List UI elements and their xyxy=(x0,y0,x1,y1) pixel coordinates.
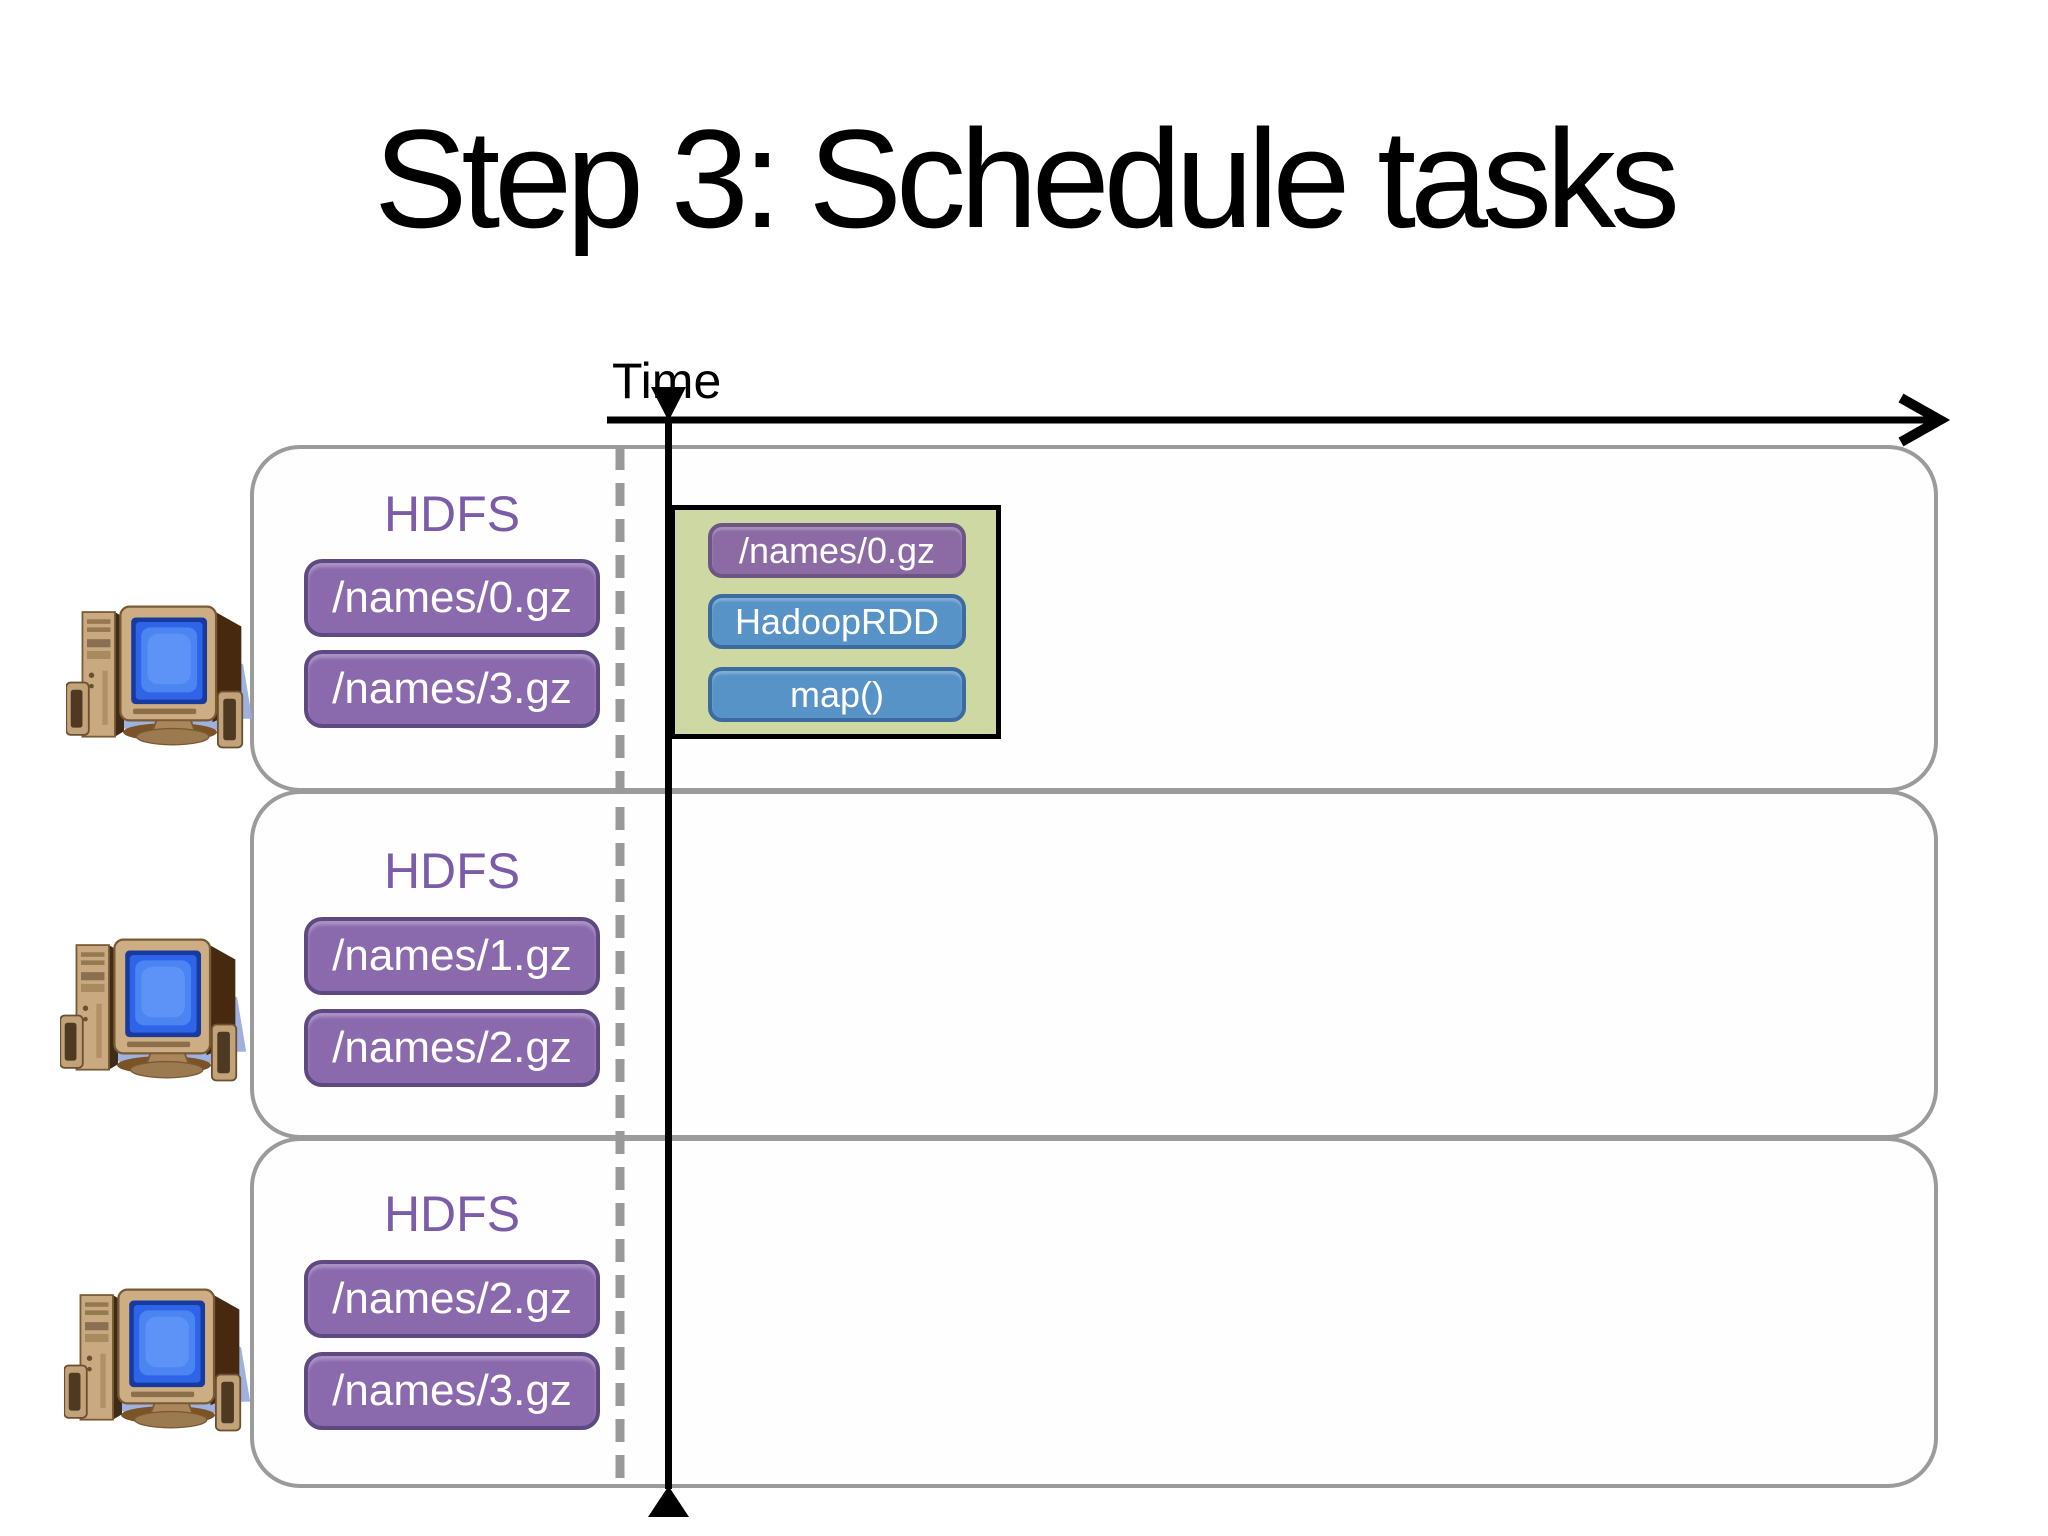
task-rdd-pill: map() xyxy=(708,667,966,722)
timeline-bottom-arrow-icon xyxy=(648,1486,689,1517)
worker-node-box-2: HDFS /names/1.gz /names/2.gz xyxy=(250,790,1938,1139)
hdfs-label: HDFS xyxy=(383,843,521,899)
hdfs-file-pill: /names/1.gz xyxy=(304,917,600,995)
slide-title: Step 3: Schedule tasks xyxy=(374,100,1680,257)
hdfs-file-pill: /names/3.gz xyxy=(304,650,600,728)
scheduled-task-box: /names/0.gz HadoopRDD map() xyxy=(670,505,1001,739)
computer-icon xyxy=(64,1288,252,1432)
computer-icon xyxy=(66,605,254,749)
task-rdd-pill: HadoopRDD xyxy=(708,594,966,649)
hdfs-label: HDFS xyxy=(383,486,521,542)
hdfs-file-pill: /names/2.gz xyxy=(304,1260,600,1338)
computer-icon xyxy=(60,938,248,1082)
hdfs-file-pill: /names/2.gz xyxy=(304,1009,600,1087)
hdfs-file-pill: /names/3.gz xyxy=(304,1352,600,1430)
time-axis-label: Time xyxy=(612,353,722,409)
hdfs-file-pill: /names/0.gz xyxy=(304,559,600,637)
hdfs-label: HDFS xyxy=(383,1186,521,1242)
time-axis-arrowhead-icon xyxy=(1898,393,1951,447)
worker-node-box-1: HDFS /names/0.gz /names/3.gz xyxy=(250,445,1938,792)
worker-node-box-3: HDFS /names/2.gz /names/3.gz xyxy=(250,1137,1938,1488)
task-partition-pill: /names/0.gz xyxy=(708,523,966,578)
